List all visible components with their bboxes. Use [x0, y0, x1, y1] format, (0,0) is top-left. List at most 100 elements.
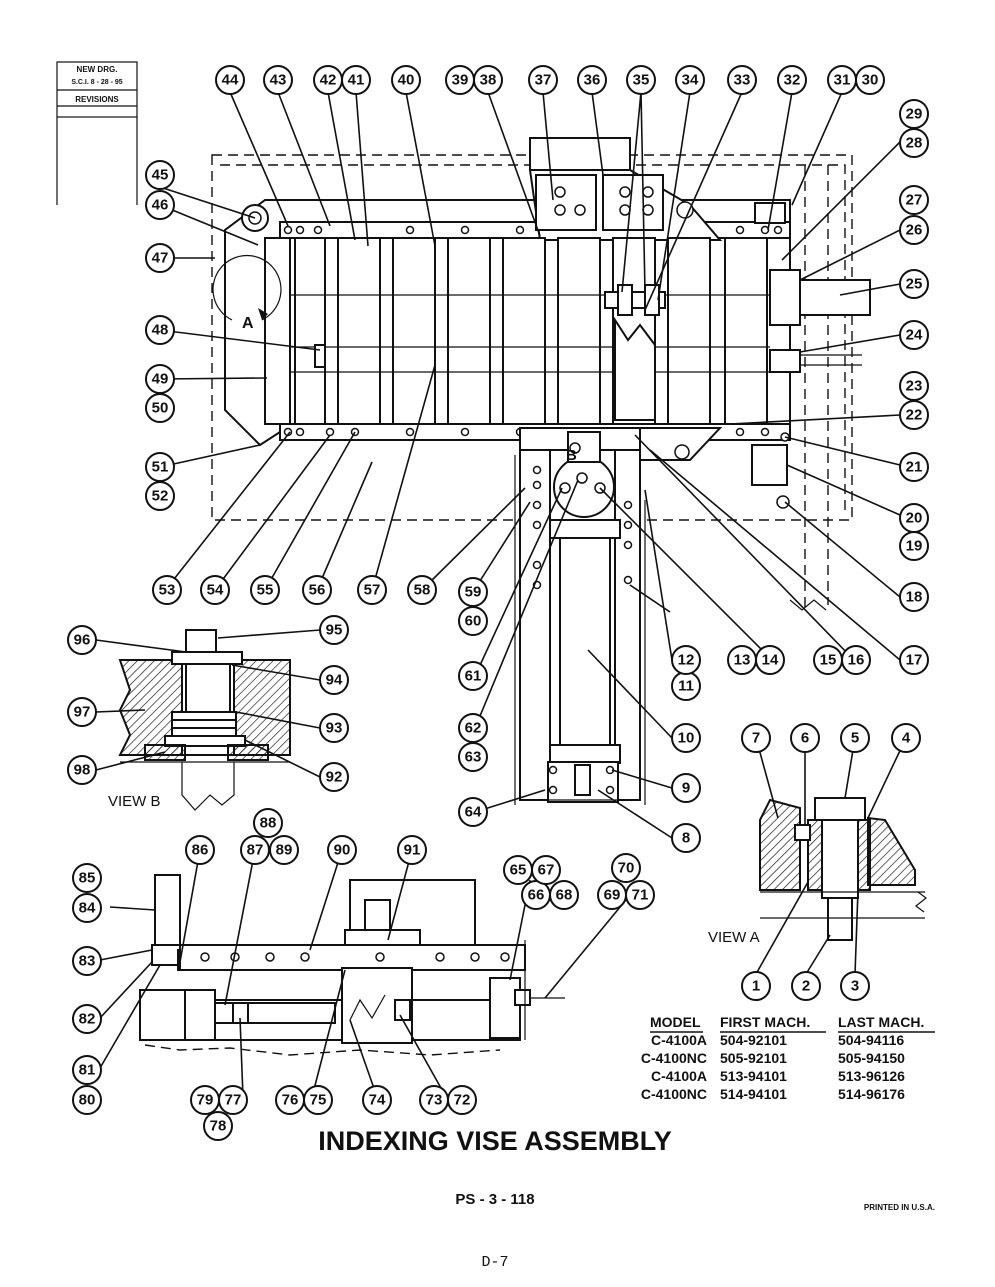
- svg-text:C-4100NC: C-4100NC: [641, 1050, 707, 1066]
- svg-text:37: 37: [535, 72, 552, 89]
- svg-text:43: 43: [270, 72, 287, 89]
- svg-text:42: 42: [320, 72, 337, 89]
- callout-8: 8: [671, 823, 701, 853]
- callout-35: 35: [626, 65, 656, 95]
- svg-text:64: 64: [465, 804, 482, 821]
- svg-text:61: 61: [465, 668, 482, 685]
- callout-87: 87: [240, 835, 270, 865]
- callout-61: 61: [458, 661, 488, 691]
- svg-text:505-94150: 505-94150: [838, 1050, 905, 1066]
- svg-text:73: 73: [426, 1092, 443, 1109]
- svg-text:40: 40: [398, 72, 415, 89]
- svg-text:77: 77: [225, 1092, 242, 1109]
- svg-text:504-94116: 504-94116: [838, 1032, 904, 1048]
- view-a-section: VIEW A: [708, 797, 927, 946]
- svg-text:53: 53: [159, 582, 176, 599]
- callout-23: 23: [899, 371, 929, 401]
- svg-text:513-94101: 513-94101: [720, 1068, 787, 1084]
- callout-64: 64: [458, 797, 488, 827]
- callout-49: 49: [145, 364, 175, 394]
- svg-text:82: 82: [79, 1011, 96, 1028]
- svg-text:70: 70: [618, 860, 635, 877]
- callout-2: 2: [791, 971, 821, 1001]
- svg-text:44: 44: [222, 72, 239, 89]
- callout-56: 56: [302, 575, 332, 605]
- callout-30: 30: [855, 65, 885, 95]
- revision-box: NEW DRG. S.C.I. 8 - 28 - 95 REVISIONS: [56, 61, 138, 205]
- callout-69: 69: [597, 880, 627, 910]
- svg-text:5: 5: [851, 730, 859, 747]
- callout-92: 92: [319, 762, 349, 792]
- svg-text:28: 28: [906, 135, 923, 152]
- callout-78: 78: [203, 1111, 233, 1141]
- callout-91: 91: [397, 835, 427, 865]
- callout-89: 89: [269, 835, 299, 865]
- callout-90: 90: [327, 835, 357, 865]
- svg-text:94: 94: [326, 672, 343, 689]
- svg-text:505-92101: 505-92101: [720, 1050, 787, 1066]
- callout-bubbles: 1 2 3 4 5 6 7 8 9 10 11 12 13 14 15 16 1…: [67, 65, 929, 1141]
- svg-text:95: 95: [326, 622, 343, 639]
- svg-text:20: 20: [906, 510, 923, 527]
- svg-text:51: 51: [152, 459, 169, 476]
- callout-88: 88: [253, 808, 283, 838]
- model-table-row: C-4100A 513-94101 513-96126: [651, 1068, 905, 1084]
- callout-77: 77: [218, 1085, 248, 1115]
- svg-text:57: 57: [364, 582, 381, 599]
- svg-text:48: 48: [152, 322, 169, 339]
- svg-text:76: 76: [282, 1092, 299, 1109]
- svg-text:68: 68: [556, 887, 573, 904]
- callout-28: 28: [899, 128, 929, 158]
- callout-11: 11: [671, 671, 701, 701]
- view-b-label: VIEW B: [108, 793, 161, 810]
- side-view: [139, 874, 565, 1056]
- svg-text:80: 80: [79, 1092, 96, 1109]
- callout-76: 76: [275, 1085, 305, 1115]
- svg-text:14: 14: [762, 652, 779, 669]
- svg-text:514-96176: 514-96176: [838, 1086, 905, 1102]
- svg-text:25: 25: [906, 276, 923, 293]
- callout-74: 74: [362, 1085, 392, 1115]
- svg-text:513-96126: 513-96126: [838, 1068, 905, 1084]
- callout-13: 13: [727, 645, 757, 675]
- svg-text:10: 10: [678, 730, 695, 747]
- callout-41: 41: [341, 65, 371, 95]
- callout-44: 44: [215, 65, 245, 95]
- callout-95: 95: [319, 615, 349, 645]
- callout-98: 98: [67, 755, 97, 785]
- detail-b-label: B: [566, 447, 577, 464]
- svg-text:50: 50: [152, 400, 169, 417]
- callout-26: 26: [899, 215, 929, 245]
- callout-66: 66: [521, 880, 551, 910]
- page-code: PS - 3 - 118: [455, 1191, 534, 1208]
- callout-58: 58: [407, 575, 437, 605]
- svg-text:8: 8: [682, 830, 690, 847]
- svg-text:88: 88: [260, 815, 277, 832]
- svg-text:56: 56: [309, 582, 326, 599]
- callout-27: 27: [899, 185, 929, 215]
- svg-text:30: 30: [862, 72, 879, 89]
- callout-9: 9: [671, 773, 701, 803]
- callout-14: 14: [755, 645, 785, 675]
- model-table-row: C-4100A 504-92101 504-94116: [651, 1032, 904, 1048]
- main-top-view: A B: [211, 137, 871, 805]
- callout-42: 42: [313, 65, 343, 95]
- svg-text:4: 4: [902, 730, 911, 747]
- callout-45: 45: [145, 160, 175, 190]
- svg-text:74: 74: [369, 1092, 386, 1109]
- svg-text:27: 27: [906, 192, 923, 209]
- callout-32: 32: [777, 65, 807, 95]
- svg-text:16: 16: [848, 652, 865, 669]
- svg-text:26: 26: [906, 222, 923, 239]
- svg-text:3: 3: [851, 978, 859, 995]
- callout-94: 94: [319, 665, 349, 695]
- model-table-row: C-4100NC 505-92101 505-94150: [641, 1050, 905, 1066]
- callout-48: 48: [145, 315, 175, 345]
- callout-62: 62: [458, 713, 488, 743]
- callout-20: 20: [899, 503, 929, 533]
- callout-93: 93: [319, 713, 349, 743]
- svg-text:52: 52: [152, 488, 169, 505]
- callout-15: 15: [813, 645, 843, 675]
- callout-7: 7: [741, 723, 771, 753]
